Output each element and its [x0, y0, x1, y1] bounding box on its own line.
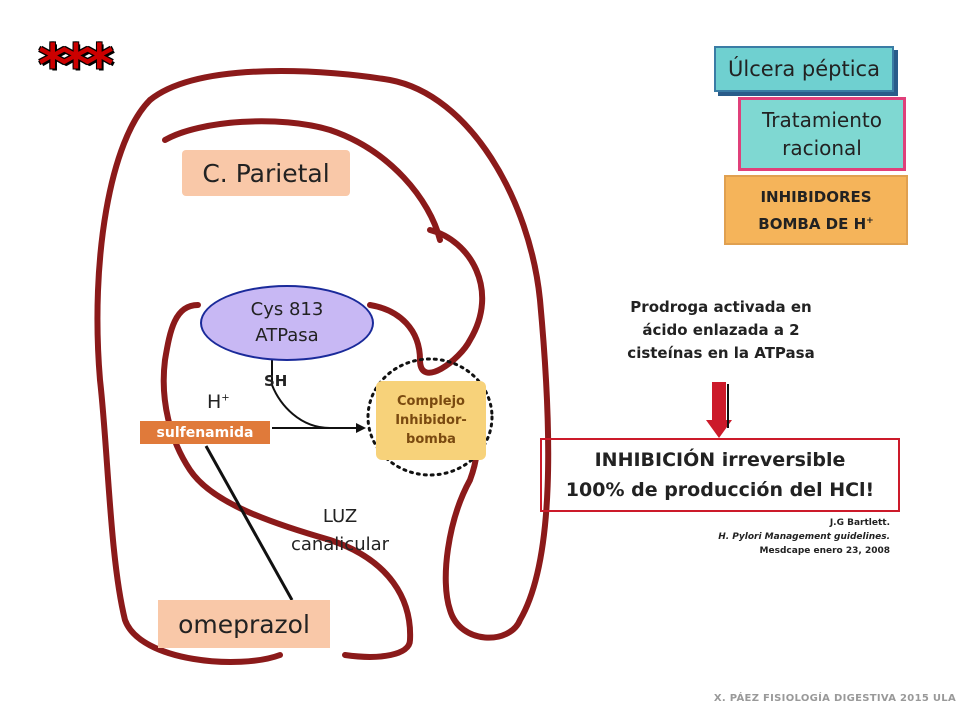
tratamiento-line1: Tratamiento — [762, 108, 882, 132]
cys-label: Cys 813 — [250, 299, 324, 320]
cell-membrane-left — [94, 97, 283, 665]
inhibidores-line1: INHIBIDORES — [760, 187, 872, 206]
footer-credit: X. PÁEZ FISIOLOGÍA DIGESTIVA 2015 ULA — [713, 693, 956, 704]
sh-bond-line — [271, 360, 331, 429]
parietal-cell-label: C. Parietal — [182, 150, 350, 196]
cell-membrane-inner — [160, 302, 414, 660]
cell-membrane-outer — [147, 68, 552, 641]
complejo-line1: Complejo — [397, 394, 465, 409]
inhibicion-irreversible-box: INHIBICIÓN irreversible 100% de producci… — [540, 438, 900, 512]
complejo-inhibidor-bomba: Complejo Inhibidor- bomba — [376, 381, 486, 460]
omeprazol-label: omeprazol — [158, 600, 330, 648]
inhibidores-bomba-box: INHIBIDORES BOMBA DE H+ — [724, 175, 908, 245]
prodroga-description: Prodroga activada en ácido enlazada a 2 … — [627, 298, 815, 362]
ref-title: H. Pylori Management guidelines. — [718, 532, 890, 542]
ulcera-peptica-box: Úlcera péptica — [714, 46, 894, 92]
complejo-line3: bomba — [406, 432, 456, 447]
cell-membrane-top-inner — [162, 118, 443, 243]
sulfenamida-label: sulfenamida — [140, 421, 270, 444]
atpasa-pump: Cys 813 ATPasa — [200, 285, 374, 361]
red-arrow-shaft — [712, 382, 726, 426]
inhibicion-line2: 100% de producción del HCl! — [565, 479, 875, 501]
h-plus-label: H+ — [207, 391, 230, 413]
complex-dotted-circle — [366, 357, 494, 477]
decorative-stars: *** — [38, 33, 114, 98]
ref-source: Mesdcape enero 23, 2008 — [759, 546, 890, 556]
sh-group-label: SH — [264, 372, 288, 390]
ref-author: J.G Bartlett. — [829, 518, 890, 528]
inhibicion-line1: INHIBICIÓN irreversible — [594, 449, 846, 471]
complejo-line2: Inhibidor- — [395, 413, 467, 428]
ulcera-peptica-label: Úlcera péptica — [728, 57, 880, 81]
inhibidores-line2: BOMBA DE H — [758, 214, 867, 233]
tratamiento-line2: racional — [782, 136, 862, 160]
reaction-arrowhead — [356, 423, 366, 433]
reference-citation: J.G Bartlett. H. Pylori Management guide… — [640, 516, 890, 558]
omeprazol-link-line — [204, 445, 294, 601]
red-arrow-head — [706, 420, 732, 438]
inhibidores-sup: + — [866, 215, 874, 226]
tratamiento-racional-box: Tratamiento racional — [738, 97, 906, 171]
cell-membrane-canaliculus — [367, 227, 486, 376]
luz-canalicular-label: LUZ canalicular — [290, 506, 390, 555]
atpasa-label: ATPasa — [255, 325, 319, 346]
